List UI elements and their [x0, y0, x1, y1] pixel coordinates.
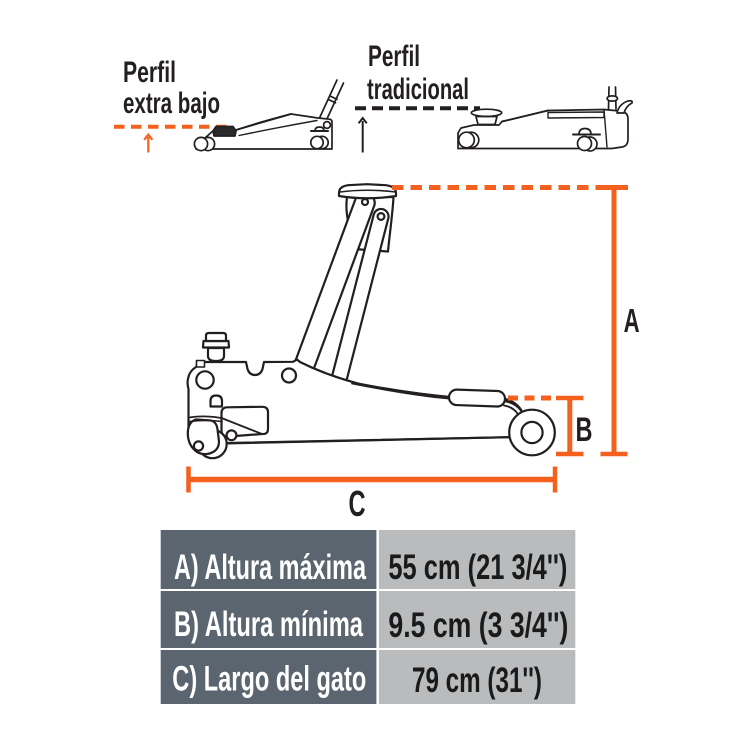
svg-text:B: B [576, 411, 593, 449]
svg-text:tradicional: tradicional [367, 73, 469, 106]
svg-text:A) Altura máxima: A) Altura máxima [174, 548, 366, 587]
svg-text:B) Altura mínima: B) Altura mínima [174, 605, 363, 644]
svg-text:79 cm (31''): 79 cm (31'') [412, 661, 542, 700]
svg-text:Perfil: Perfil [368, 40, 420, 73]
svg-text:9.5 cm (3 3/4''): 9.5 cm (3 3/4'') [388, 606, 568, 645]
svg-text:Perfil: Perfil [123, 56, 176, 89]
svg-text:55 cm (21 3/4''): 55 cm (21 3/4'') [388, 548, 567, 587]
svg-text:C: C [349, 483, 366, 524]
svg-text:C) Largo del gato: C) Largo del gato [172, 660, 366, 699]
svg-text:extra bajo: extra bajo [123, 87, 220, 120]
svg-text:A: A [624, 302, 640, 339]
